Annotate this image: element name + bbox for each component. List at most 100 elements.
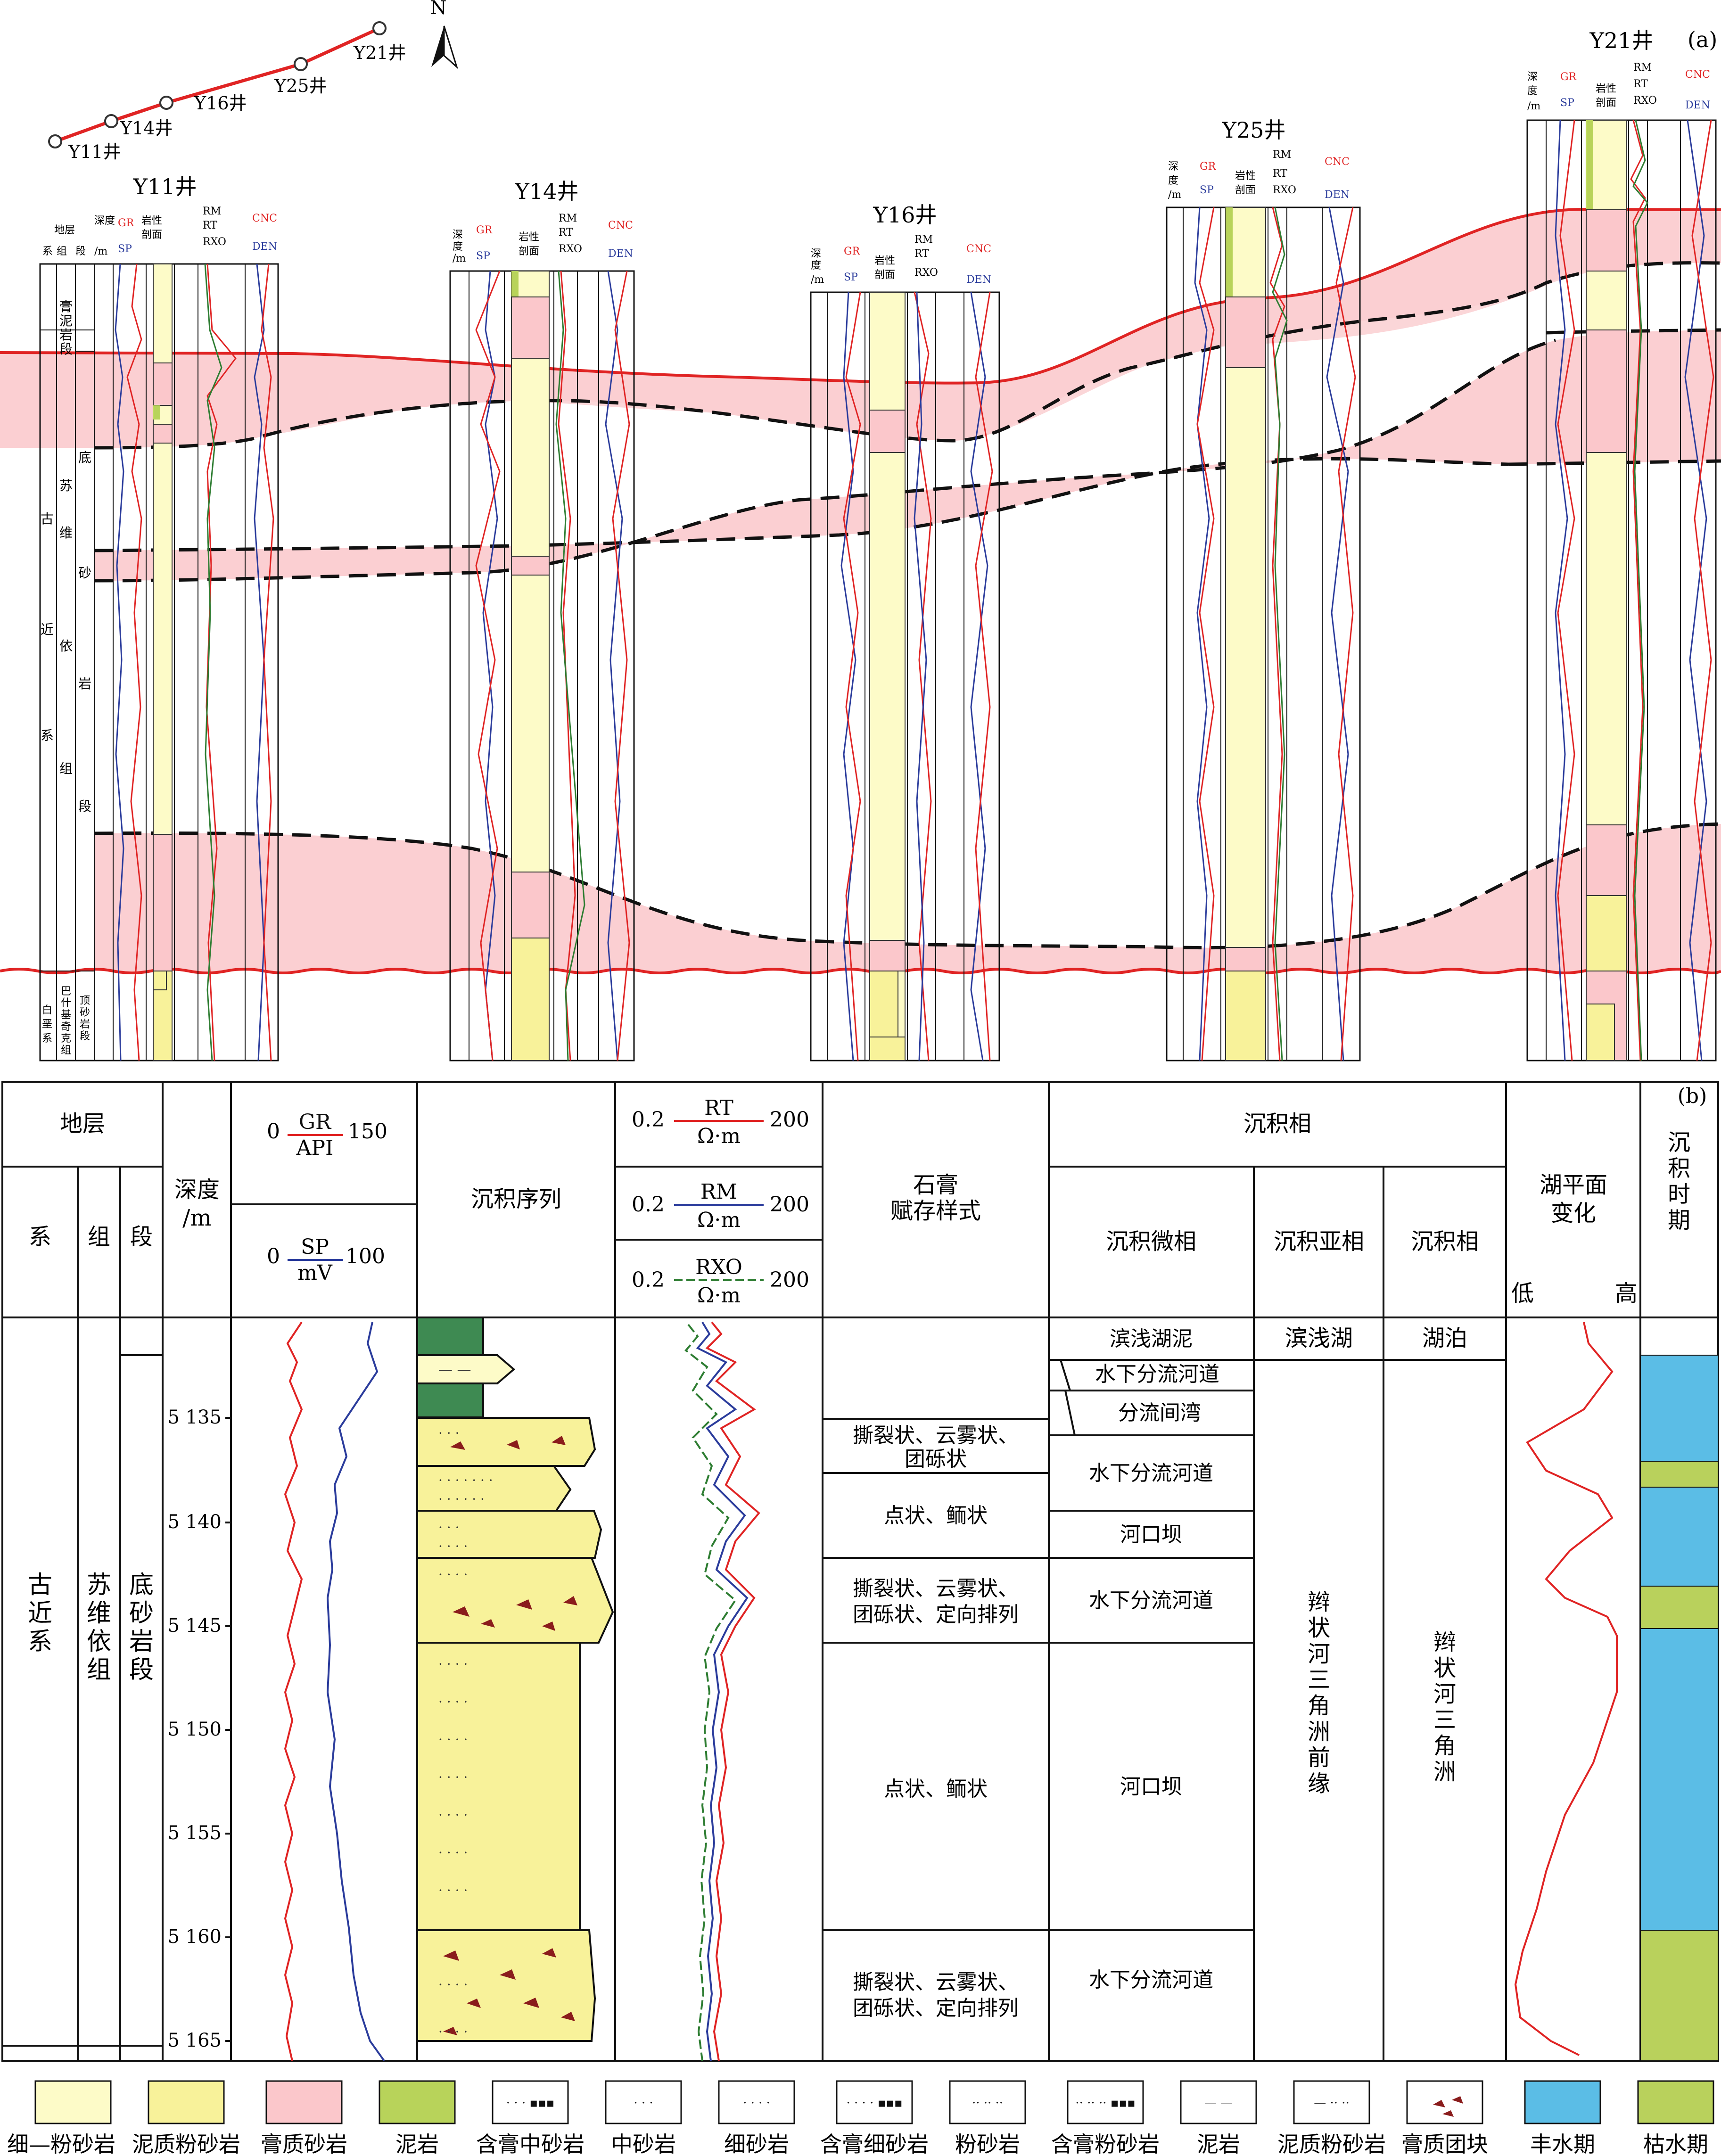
svg-text:团砾状: 团砾状 bbox=[905, 1447, 967, 1471]
svg-text:· · · ·: · · · · bbox=[438, 1567, 468, 1582]
svg-text:SP: SP bbox=[476, 250, 490, 262]
legend-label-13: 膏质团块 bbox=[1401, 2131, 1488, 2156]
svg-text:奇: 奇 bbox=[61, 1021, 71, 1033]
svg-text:洲: 洲 bbox=[1433, 1759, 1456, 1785]
svg-text:SP: SP bbox=[844, 272, 858, 283]
svg-text:洲: 洲 bbox=[1308, 1719, 1330, 1745]
svg-text:0.2: 0.2 bbox=[632, 1193, 665, 1217]
svg-text:段: 段 bbox=[129, 1656, 154, 1684]
well-track-y14 bbox=[449, 270, 635, 1062]
svg-text:RT: RT bbox=[1633, 78, 1648, 90]
y11-header: 地层 系组段 深度 /m 岩性 剖面 GR SP RMRTRXO CNC DEN bbox=[42, 206, 277, 257]
map-label-y14: Y14井 bbox=[120, 118, 173, 139]
map-well-y14[interactable] bbox=[104, 114, 118, 128]
svg-text:GR: GR bbox=[844, 246, 861, 257]
svg-text:mV: mV bbox=[297, 1261, 333, 1285]
svg-text:DEN: DEN bbox=[608, 248, 633, 260]
svg-text:沉: 沉 bbox=[1668, 1129, 1690, 1156]
svg-text:沉积亚相: 沉积亚相 bbox=[1274, 1228, 1364, 1255]
deposition-sequence bbox=[416, 1317, 614, 2042]
svg-text:段: 段 bbox=[80, 1030, 90, 1042]
svg-text:赋存样式: 赋存样式 bbox=[890, 1198, 981, 1224]
svg-text:水下分流河道: 水下分流河道 bbox=[1089, 1968, 1213, 1992]
svg-text:组: 组 bbox=[57, 246, 67, 257]
legend-label-9: 粉砂岩 bbox=[955, 2131, 1020, 2156]
svg-text:角: 角 bbox=[1433, 1733, 1456, 1759]
map-well-y25[interactable] bbox=[294, 57, 308, 71]
map-well-y21[interactable] bbox=[372, 21, 387, 35]
svg-text:· · · · ▪▪▪: · · · · ▪▪▪ bbox=[847, 2096, 903, 2110]
svg-text:系: 系 bbox=[42, 1033, 52, 1045]
svg-text:API: API bbox=[296, 1136, 334, 1160]
svg-text:缘: 缘 bbox=[1308, 1770, 1330, 1797]
svg-text:分流间湾: 分流间湾 bbox=[1118, 1401, 1201, 1425]
svg-text:系: 系 bbox=[29, 1224, 51, 1250]
svg-text:200: 200 bbox=[770, 1193, 809, 1217]
well-title-y21: Y21井 bbox=[1589, 28, 1654, 53]
svg-text:段: 段 bbox=[59, 341, 73, 357]
svg-text:· · · ·: · · · · bbox=[438, 1656, 468, 1672]
svg-text:前: 前 bbox=[1308, 1745, 1330, 1771]
svg-text:岩: 岩 bbox=[78, 676, 91, 691]
legend: · · · ▪▪▪ · · · · · · · · · · · ▪▪▪ ·· ·… bbox=[7, 2080, 1714, 2156]
svg-text:古: 古 bbox=[41, 511, 54, 527]
svg-text:岩: 岩 bbox=[59, 327, 73, 343]
gypsum-styles: 撕裂状、云雾状、 团砾状 点状、鲕状 撕裂状、云雾状、 团砾状、定向排列 点状、… bbox=[853, 1424, 1019, 2020]
well-track-y21 bbox=[1526, 119, 1717, 1062]
svg-text:0: 0 bbox=[267, 1119, 280, 1144]
svg-text:水下分流河道: 水下分流河道 bbox=[1089, 1588, 1213, 1613]
svg-text:时: 时 bbox=[1668, 1181, 1690, 1208]
svg-text:/m: /m bbox=[1168, 189, 1181, 201]
svg-text:5 140: 5 140 bbox=[167, 1511, 222, 1533]
svg-text:RT: RT bbox=[1273, 168, 1287, 180]
svg-text:维: 维 bbox=[59, 525, 73, 541]
svg-text:深: 深 bbox=[453, 229, 463, 241]
svg-text:度: 度 bbox=[1527, 85, 1538, 97]
legend-label-5: 含膏中砂岩 bbox=[476, 2131, 585, 2156]
svg-text:Ω·m: Ω·m bbox=[697, 1124, 741, 1148]
svg-text:RXO: RXO bbox=[914, 267, 938, 279]
svg-text:CNC: CNC bbox=[1325, 156, 1350, 168]
resistivity-curves bbox=[684, 1321, 760, 2061]
svg-text:克: 克 bbox=[61, 1033, 71, 1045]
svg-text:剖面: 剖面 bbox=[874, 269, 895, 281]
svg-text:系: 系 bbox=[42, 246, 53, 257]
svg-text:(b): (b) bbox=[1678, 1084, 1707, 1108]
svg-text:RM: RM bbox=[559, 213, 577, 224]
depth-axis: 5 135 5 140 5 145 5 150 5 155 5 160 5 16… bbox=[167, 1407, 231, 2051]
svg-text:底: 底 bbox=[78, 450, 91, 465]
svg-text:5 150: 5 150 bbox=[167, 1719, 222, 1740]
well-track-y16 bbox=[810, 291, 1000, 1062]
svg-text:GR: GR bbox=[1560, 71, 1577, 83]
svg-text:5 135: 5 135 bbox=[167, 1407, 222, 1428]
svg-text:/m: /m bbox=[182, 1205, 212, 1231]
svg-text:5 145: 5 145 bbox=[167, 1615, 222, 1637]
svg-text:沉积相: 沉积相 bbox=[1411, 1228, 1479, 1255]
svg-text:度: 度 bbox=[1168, 175, 1178, 187]
svg-text:GR: GR bbox=[118, 217, 135, 229]
svg-text:· · · ·: · · · · bbox=[438, 1732, 468, 1747]
svg-text:撕裂状、云雾状、: 撕裂状、云雾状、 bbox=[853, 1424, 1019, 1448]
svg-text:积: 积 bbox=[1668, 1155, 1690, 1182]
svg-text:SP: SP bbox=[301, 1235, 329, 1259]
svg-text:度: 度 bbox=[811, 260, 821, 272]
svg-text:5 165: 5 165 bbox=[167, 2030, 222, 2051]
svg-text:期: 期 bbox=[1668, 1207, 1690, 1234]
svg-text:岩: 岩 bbox=[129, 1628, 154, 1656]
svg-text:顶: 顶 bbox=[80, 995, 90, 1007]
svg-text:组: 组 bbox=[61, 1045, 71, 1056]
svg-text:地层: 地层 bbox=[60, 1111, 105, 1137]
svg-text:· · ·: · · · bbox=[634, 2096, 653, 2110]
svg-text:撕裂状、云雾状、: 撕裂状、云雾状、 bbox=[853, 1970, 1019, 1994]
svg-text:状: 状 bbox=[1308, 1615, 1330, 1641]
map-label-y11: Y11井 bbox=[68, 141, 121, 162]
res-header: 0.2 RT Ω·m 200 0.2 RM Ω·m 200 0.2 RXO Ω·… bbox=[632, 1096, 809, 1308]
map-well-y11[interactable] bbox=[48, 134, 62, 148]
map-well-y16[interactable] bbox=[159, 96, 173, 110]
svg-text:深: 深 bbox=[811, 248, 821, 260]
panel-b: 地层 系 组 段 深度 /m 沉积序列 石膏 赋存样式 沉积相 沉积微相 沉积亚… bbox=[1, 1081, 1719, 2156]
svg-text:5 160: 5 160 bbox=[167, 1926, 222, 1948]
svg-text:/m: /m bbox=[94, 246, 107, 257]
